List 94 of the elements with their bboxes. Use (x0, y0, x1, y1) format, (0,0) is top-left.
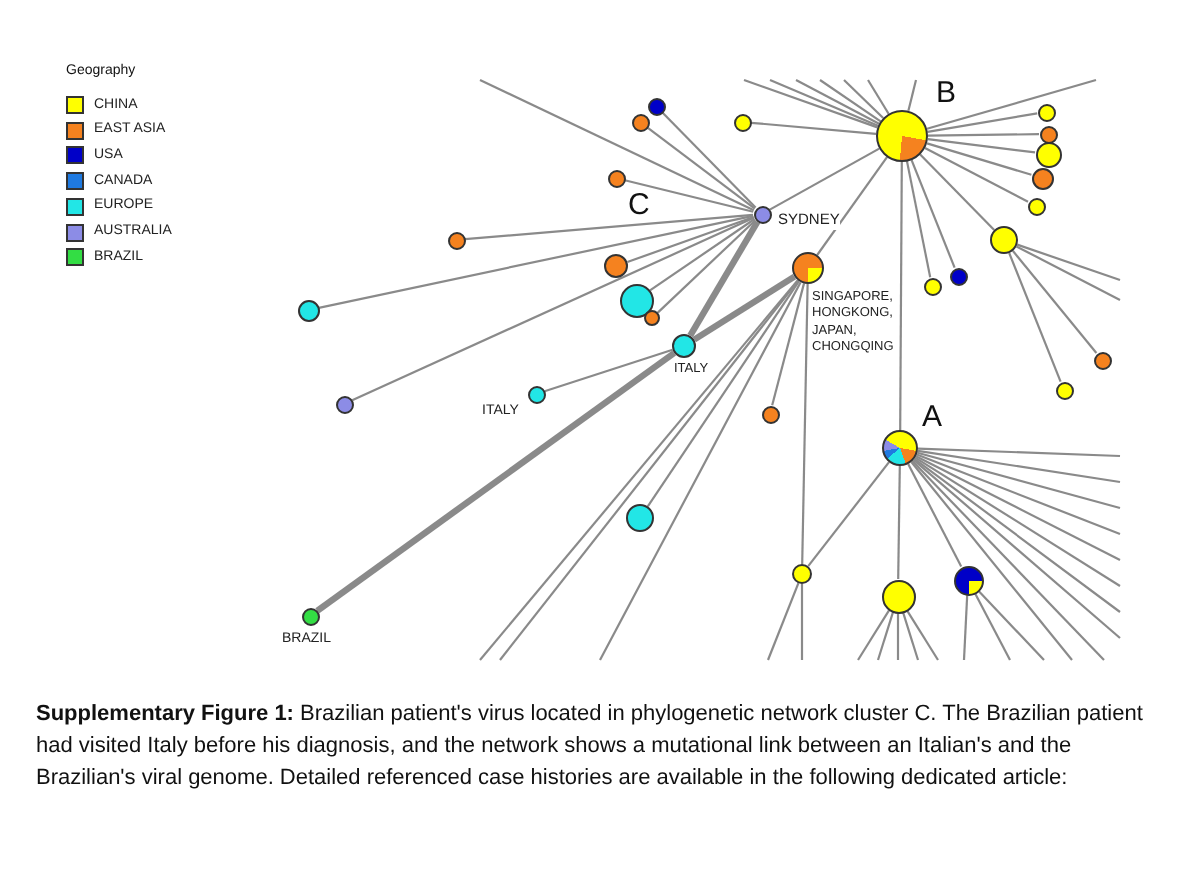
branch-line (318, 214, 754, 309)
node-circle (297, 299, 319, 321)
node-circle (761, 405, 779, 423)
branch-line (1011, 250, 1098, 354)
branch-line (800, 584, 804, 660)
branch-line (649, 218, 756, 292)
cluster-label: A (922, 402, 943, 432)
branch-line (917, 447, 1121, 458)
thick-branch-line (315, 350, 677, 614)
branch-line (928, 133, 1039, 137)
branch-line (974, 592, 1011, 661)
pie-node (953, 565, 983, 595)
branch-line (910, 159, 956, 268)
node-circle (647, 97, 665, 115)
branch-line (766, 582, 800, 661)
branch-line (743, 78, 878, 129)
node-circle (626, 504, 654, 532)
branch-line (911, 460, 1105, 661)
branch-line (876, 611, 895, 661)
branch-line (807, 461, 890, 567)
node-circle (631, 113, 649, 131)
node-circle (881, 579, 915, 613)
node-circle (1027, 197, 1045, 215)
branch-line (927, 138, 1036, 154)
branch-line (917, 449, 1121, 484)
branch-line (1008, 252, 1062, 382)
node-circle (619, 283, 653, 317)
node-circle (923, 277, 941, 295)
branch-line (915, 455, 1121, 561)
node-circle (1055, 381, 1073, 399)
branch-line (464, 213, 754, 241)
branch-line (769, 147, 880, 211)
branch-line (901, 611, 920, 661)
thick-branch-line (687, 220, 761, 338)
branch-line (624, 179, 754, 213)
branch-line (907, 463, 963, 568)
branch-line (857, 609, 890, 661)
node-circle (733, 113, 751, 131)
branch-line (627, 215, 754, 264)
branch-line (913, 457, 1121, 613)
branch-line (771, 283, 806, 406)
branch-line (479, 79, 755, 212)
branch-line (912, 458, 1121, 639)
branch-line (910, 461, 1073, 661)
node-circle (949, 267, 967, 285)
node-circle (335, 395, 353, 413)
branch-line (905, 161, 932, 278)
node-circle (792, 564, 812, 584)
branch-line (657, 219, 757, 314)
node-circle (1035, 141, 1061, 167)
node-circle (1031, 167, 1053, 189)
branch-line (897, 466, 901, 579)
branch-line (843, 79, 884, 119)
branch-line (896, 613, 900, 660)
node-circle (990, 226, 1018, 254)
branch-line (769, 79, 879, 127)
branch-line (819, 79, 882, 123)
branch-line (646, 280, 800, 507)
branch-line (962, 594, 969, 661)
branch-line (926, 142, 1032, 176)
branch-line (977, 590, 1045, 661)
node-circle (447, 231, 465, 249)
node-circle (607, 169, 625, 187)
cluster-label: B (936, 78, 957, 108)
cluster-label: C (628, 190, 650, 220)
branch-line (899, 162, 903, 430)
node-circle (644, 310, 660, 326)
branch-line (801, 283, 809, 565)
branch-line (914, 456, 1121, 587)
branch-line (867, 79, 890, 115)
branch-line (917, 451, 1121, 510)
branch-line (927, 112, 1038, 133)
branch-line (1016, 243, 1121, 282)
node-circle (1039, 125, 1057, 143)
branch-line (661, 111, 757, 209)
thick-branch-line (692, 273, 797, 343)
node-circle (1093, 351, 1111, 369)
branch-line (1015, 245, 1121, 301)
branch-line (544, 348, 673, 393)
branch-line (599, 281, 802, 661)
branch-line (351, 216, 755, 402)
node-circle (604, 254, 628, 278)
branch-line (916, 453, 1121, 536)
branch-line (646, 126, 756, 210)
branch-line (924, 147, 1029, 203)
branch-line (906, 609, 939, 661)
branch-line (816, 156, 888, 256)
branch-line (750, 121, 877, 135)
branch-line (907, 79, 918, 112)
node-circle (1037, 103, 1055, 121)
branch-line (795, 79, 880, 125)
figure-caption: Supplementary Figure 1: Brazilian patient's virus located in phylogenetic network cluster C. The Brazilian patient had visited Italy before his diagnosis, and the network shows a mutational link between an Italian's and the Brazilian's viral genome. Detailed referenced case histories are available in the following dedicated article: (36, 700, 1145, 794)
branch-line (926, 78, 1097, 130)
branch-line (919, 153, 995, 231)
